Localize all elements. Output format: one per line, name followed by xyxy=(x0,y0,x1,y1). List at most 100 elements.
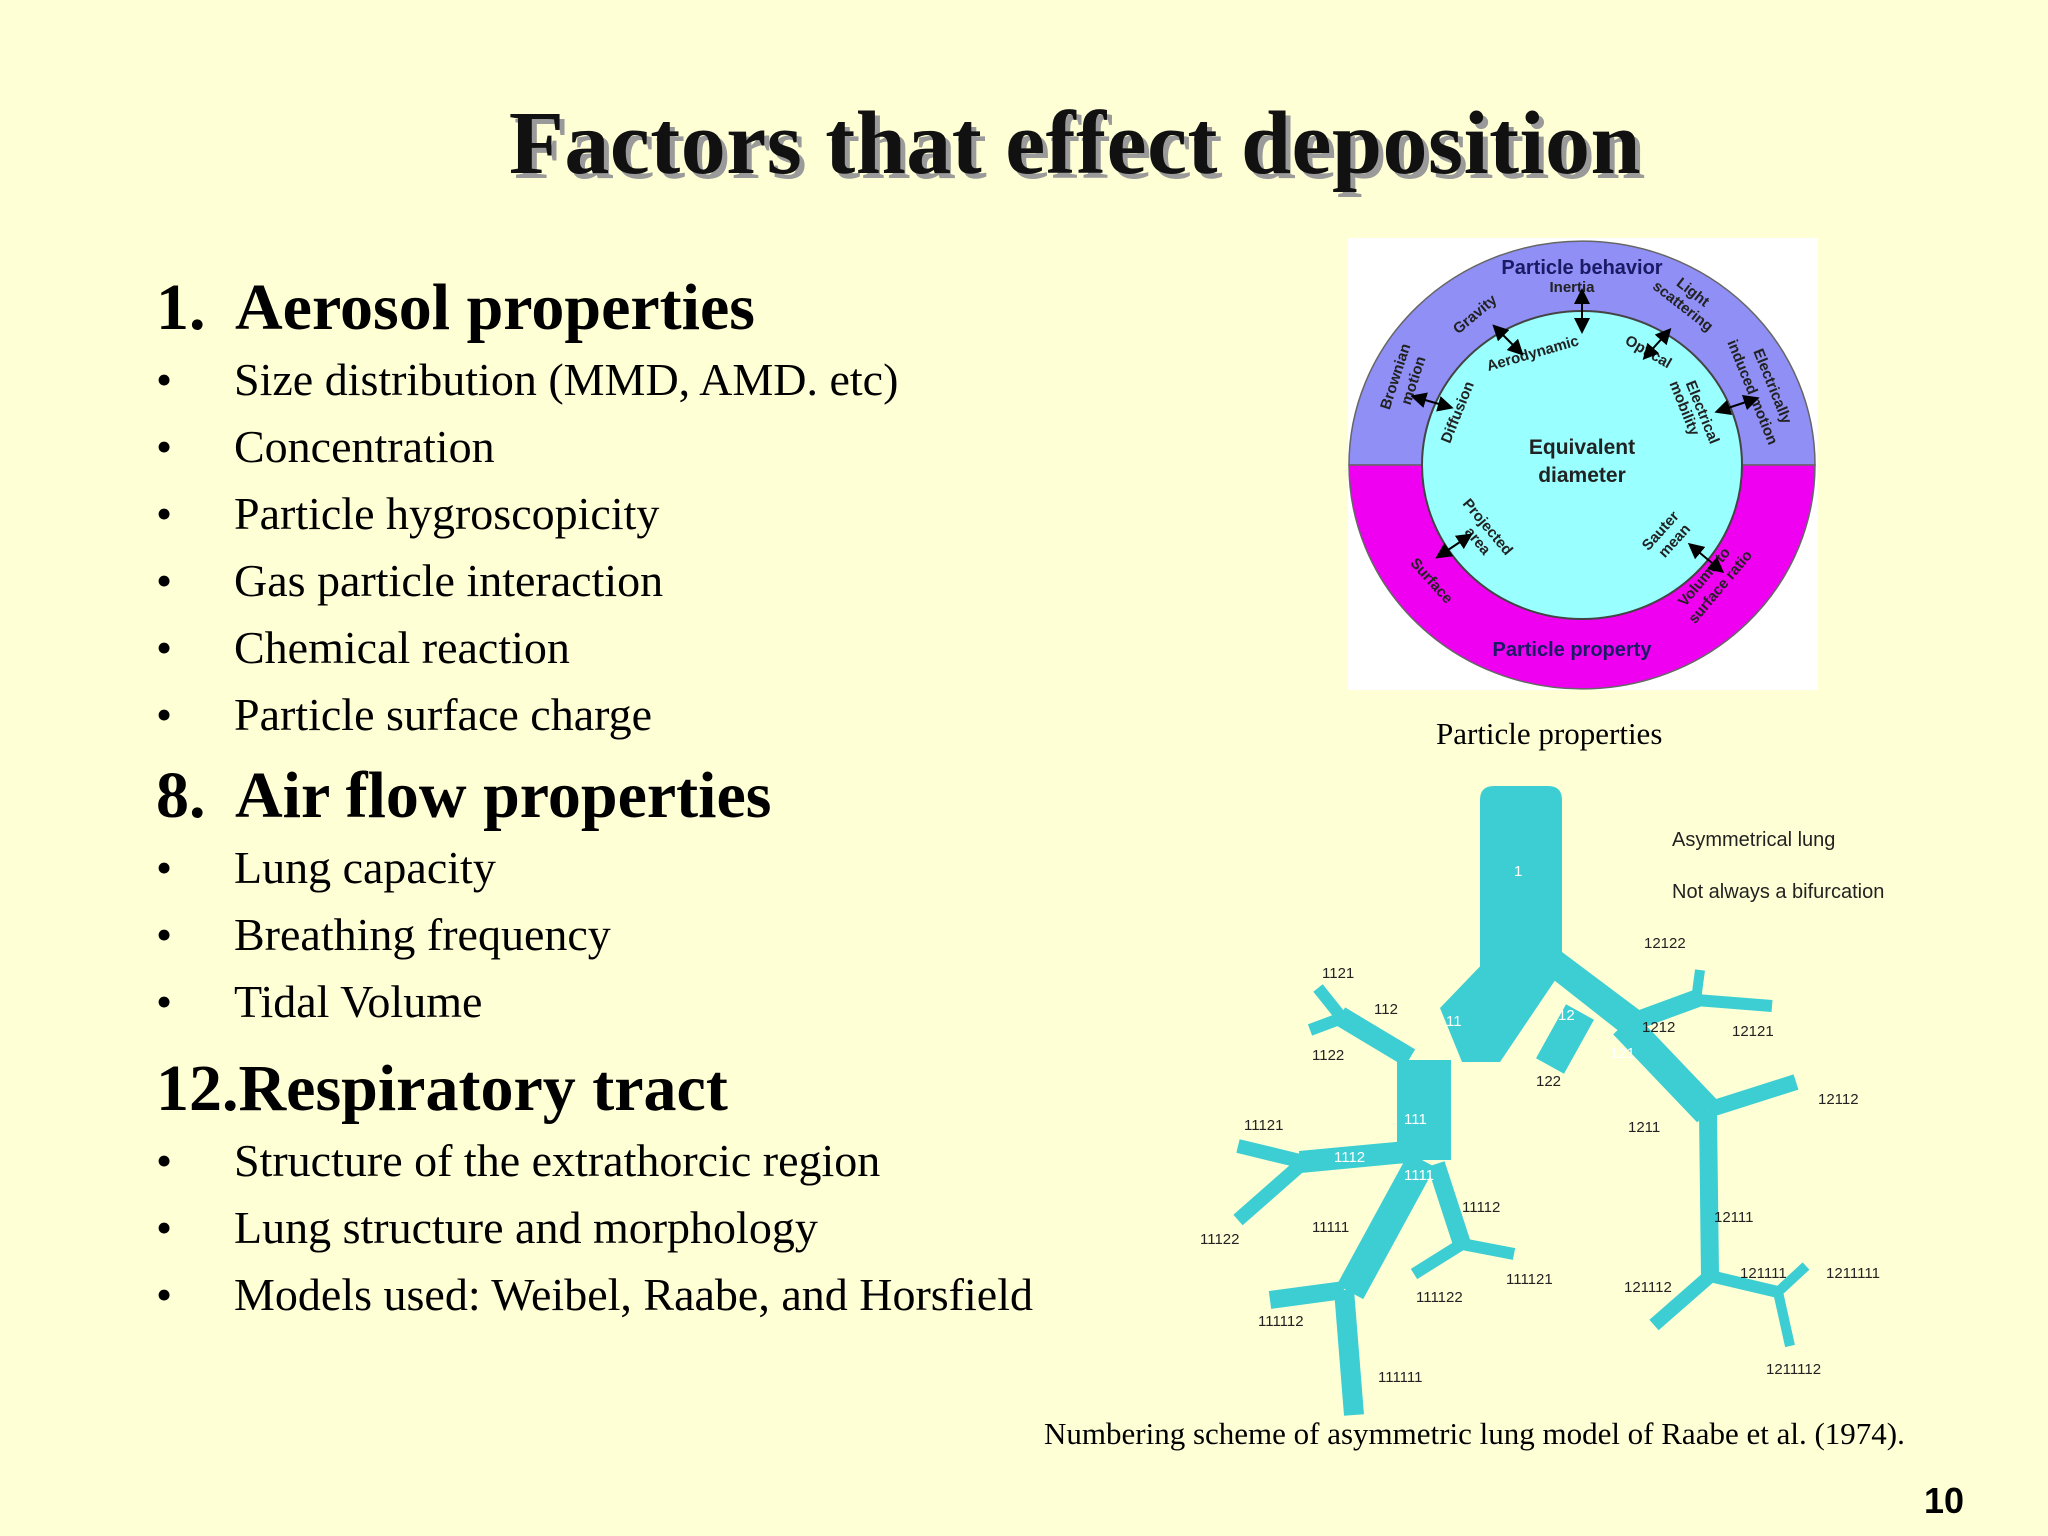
list-item: •Lung capacity xyxy=(156,834,1156,901)
section-title: Respiratory tract xyxy=(238,1052,728,1125)
branch-label: 11111 xyxy=(1312,1219,1349,1236)
branch-label: 1111 xyxy=(1404,1167,1434,1184)
aerosol-items: • Size distribution (MMD, AMD. etc) •Conc… xyxy=(156,346,1156,748)
branch-label: 121112 xyxy=(1624,1279,1672,1296)
branch-label: 11121 xyxy=(1244,1117,1284,1134)
bullet: • xyxy=(156,1202,173,1253)
list-item: • Chemical reaction xyxy=(156,614,1156,681)
branch-label: 111121 xyxy=(1506,1271,1553,1288)
branch-12121 xyxy=(1695,994,1773,1012)
bullet: • xyxy=(156,909,173,960)
bullet: • xyxy=(156,689,173,740)
branch-label: 111112 xyxy=(1258,1313,1304,1330)
branch-label: 1211112 xyxy=(1766,1361,1821,1378)
list-item-text: Particle surface charge xyxy=(234,689,653,740)
list-item: • Particle hygroscopicity xyxy=(156,480,1156,547)
branch-11122 xyxy=(1233,1156,1309,1226)
branch-1122 xyxy=(1307,1012,1345,1036)
center-label: diameter xyxy=(1538,464,1626,487)
branch-label: 12112 xyxy=(1818,1091,1859,1108)
electrically-arrow xyxy=(1714,394,1760,416)
airflow-items: •Lung capacity • Breathing frequency • Tid… xyxy=(156,834,1156,1035)
list-item-text: Breathing frequency xyxy=(234,909,611,960)
branch-1211 xyxy=(1613,1013,1719,1123)
branch-label: 11122 xyxy=(1200,1231,1240,1248)
list-item: •Concentration xyxy=(156,413,1156,480)
branch-label: 12 xyxy=(1558,1007,1575,1024)
lung-note: Not always a bifurcation xyxy=(1672,881,1884,903)
branch-111112 xyxy=(1268,1281,1346,1309)
lung-caption: Numbering scheme of asymmetric lung mode… xyxy=(1044,1416,1905,1451)
branch-label: 111111 xyxy=(1378,1369,1423,1386)
page-number: 10 xyxy=(1923,1480,1964,1521)
branch-label: 11 xyxy=(1446,1013,1462,1030)
branch-11 xyxy=(1440,956,1562,1062)
list-item: •Lung structure and morphology xyxy=(156,1194,1156,1261)
branch-label: 1112 xyxy=(1334,1149,1365,1166)
bullet: • xyxy=(156,1135,173,1186)
list-item: • Size distribution (MMD, AMD. etc) xyxy=(156,346,1156,413)
light-arrow xyxy=(1642,328,1672,360)
list-item-text: Structure of the extrathorcic region xyxy=(234,1135,881,1186)
list-item-text: Size distribution (MMD, AMD. etc) xyxy=(234,354,899,405)
factor-list: 1. Aerosol properties • Size distribution … xyxy=(156,270,1156,1328)
bullet: • xyxy=(156,354,173,405)
branch-112 xyxy=(1334,1007,1416,1067)
list-item: •Models used: Weibel, Raabe, and Horsfie… xyxy=(156,1261,1156,1328)
branch-1211112 xyxy=(1773,1290,1795,1348)
particle-diagram-svg: Equivalent diameter Particle behavior Pa… xyxy=(1348,240,1816,690)
trachea-branch xyxy=(1480,786,1562,970)
section-number: 1. xyxy=(156,271,206,344)
bullet: • xyxy=(156,555,173,606)
branch-1121 xyxy=(1313,984,1347,1022)
section-heading-aerosol: 1. Aerosol properties xyxy=(156,270,1156,346)
particle-properties-diagram: Equivalent diameter Particle behavior Pa… xyxy=(1348,238,1818,690)
section-title: Air flow properties xyxy=(235,759,772,832)
branch-label: 121 xyxy=(1610,1045,1635,1062)
list-item: • Tidal Volume xyxy=(156,968,1156,1035)
branch-1211111 xyxy=(1774,1262,1810,1296)
branch-1112 xyxy=(1298,1141,1408,1173)
section-number: 12. xyxy=(156,1052,239,1125)
branch-11121 xyxy=(1236,1139,1306,1169)
list-item-text: Chemical reaction xyxy=(234,622,570,673)
slide-title: Factors that effect deposition xyxy=(508,94,1642,193)
top-ring-label: Particle behavior xyxy=(1501,257,1662,279)
bullet: • xyxy=(156,1269,173,1320)
list-item: • Particle surface charge xyxy=(156,681,1156,748)
branch-label: 1 xyxy=(1514,863,1522,880)
list-item: • Structure of the extrathorcic region xyxy=(156,1127,1156,1194)
list-item-text: Lung capacity xyxy=(234,842,496,893)
branch-label: 1211 xyxy=(1628,1119,1660,1136)
branch-1212 xyxy=(1634,989,1702,1029)
branch-12112 xyxy=(1705,1074,1799,1118)
branch-label: 1122 xyxy=(1312,1047,1344,1064)
list-item: • Breathing frequency xyxy=(156,901,1156,968)
branch-label: 111122 xyxy=(1416,1289,1463,1306)
list-item-text: Tidal Volume xyxy=(234,976,483,1027)
branch-111111 xyxy=(1334,1289,1364,1416)
section-heading-respiratory: 12.Respiratory tract xyxy=(156,1051,1156,1127)
branch-label: 12111 xyxy=(1714,1209,1754,1226)
list-item: •Gas particle interaction xyxy=(156,547,1156,614)
branch-label: 112 xyxy=(1374,1001,1398,1018)
branch-111121 xyxy=(1460,1238,1516,1260)
branch-121112 xyxy=(1649,1270,1715,1331)
branch-label: 1121 xyxy=(1322,965,1354,982)
brownian-arrow xyxy=(1410,392,1454,412)
branch-label: 111 xyxy=(1404,1111,1427,1128)
branch-label: 121111 xyxy=(1740,1265,1787,1282)
bullet: • xyxy=(156,622,173,673)
lung-note: Asymmetrical lung xyxy=(1672,829,1835,851)
section-title: Aerosol properties xyxy=(235,271,755,344)
gravity-arrow xyxy=(1492,324,1524,356)
list-item-text: Particle hygroscopicity xyxy=(234,488,660,539)
bullet: • xyxy=(156,976,173,1027)
branch-122 xyxy=(1536,1004,1594,1074)
bullet: • xyxy=(156,488,173,539)
volume-arrow xyxy=(1687,542,1725,574)
branch-12111 xyxy=(1699,1111,1719,1277)
inertia-label: Inertia xyxy=(1549,279,1595,296)
branch-121111 xyxy=(1708,1270,1780,1298)
branch-111122 xyxy=(1410,1238,1466,1280)
